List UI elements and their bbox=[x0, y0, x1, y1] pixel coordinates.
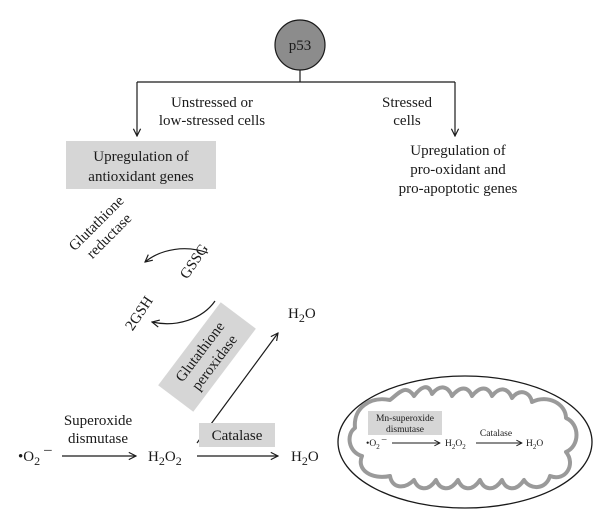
p53-label: p53 bbox=[289, 38, 312, 54]
svg-text:Catalase: Catalase bbox=[212, 428, 263, 444]
svg-text:Upregulation of: Upregulation of bbox=[93, 149, 188, 165]
mn-sod-box: Mn-superoxide dismutase bbox=[368, 411, 442, 435]
mitochondrion-inner-membrane bbox=[347, 385, 579, 491]
p53-branch-connector bbox=[137, 70, 455, 136]
unstressed-label: Unstressed or low-stressed cells bbox=[159, 95, 265, 129]
catalase-box: Catalase bbox=[199, 423, 275, 447]
gssg-label: GSSG bbox=[177, 241, 212, 282]
antioxidant-genes-box: Upregulation of antioxidant genes bbox=[66, 141, 216, 189]
svg-text:Upregulation of: Upregulation of bbox=[410, 143, 505, 159]
svg-text:dismutase: dismutase bbox=[386, 425, 424, 435]
svg-text:Stressed: Stressed bbox=[382, 95, 432, 111]
glutathione-peroxidase-box: Glutathione peroxidase bbox=[158, 302, 256, 412]
svg-text:pro-oxidant and: pro-oxidant and bbox=[410, 162, 506, 178]
sod-label: Superoxide dismutase bbox=[64, 413, 133, 447]
svg-text:Mn-superoxide: Mn-superoxide bbox=[376, 414, 434, 424]
mito-superoxide-label: •O2– bbox=[366, 435, 387, 451]
mito-h2o2-label: H2O2 bbox=[445, 439, 466, 451]
water-right-label: H2O bbox=[291, 449, 319, 468]
svg-text:cells: cells bbox=[393, 113, 421, 129]
glutathione-cycle bbox=[145, 248, 216, 324]
glutathione-reductase-label: Glutathione reductase bbox=[66, 193, 135, 262]
svg-text:dismutase: dismutase bbox=[68, 431, 128, 447]
superoxide-label: •O2– bbox=[18, 442, 52, 468]
mitochondrion-outer-membrane bbox=[337, 375, 593, 509]
peroxidase-box-bg bbox=[158, 302, 256, 412]
gsh-label: 2GSH bbox=[123, 294, 157, 334]
mito-water-label: H2O bbox=[526, 439, 543, 451]
h2o2-label: H2O2 bbox=[148, 449, 182, 468]
cycle-bottom-arc bbox=[152, 300, 216, 324]
mitochondrion: Mn-superoxide dismutase •O2– H2O2 Catala… bbox=[337, 375, 593, 509]
mito-catalase-label: Catalase bbox=[480, 429, 512, 439]
mn-sod-box-bg bbox=[368, 411, 442, 435]
water-top-label: H2O bbox=[288, 306, 316, 325]
antioxidant-box-bg bbox=[66, 141, 216, 189]
svg-text:low-stressed cells: low-stressed cells bbox=[159, 113, 265, 129]
prooxidant-genes-label: Upregulation of pro-oxidant and pro-apop… bbox=[399, 143, 518, 197]
stressed-label: Stressed cells bbox=[382, 95, 432, 129]
catalase-box-bg bbox=[199, 423, 275, 447]
p53-node: p53 bbox=[274, 19, 326, 71]
cycle-top-arc bbox=[145, 248, 209, 262]
svg-text:Unstressed or: Unstressed or bbox=[171, 95, 253, 111]
svg-text:antioxidant genes: antioxidant genes bbox=[88, 169, 194, 185]
svg-text:Superoxide: Superoxide bbox=[64, 413, 133, 429]
svg-text:pro-apoptotic genes: pro-apoptotic genes bbox=[399, 181, 518, 197]
